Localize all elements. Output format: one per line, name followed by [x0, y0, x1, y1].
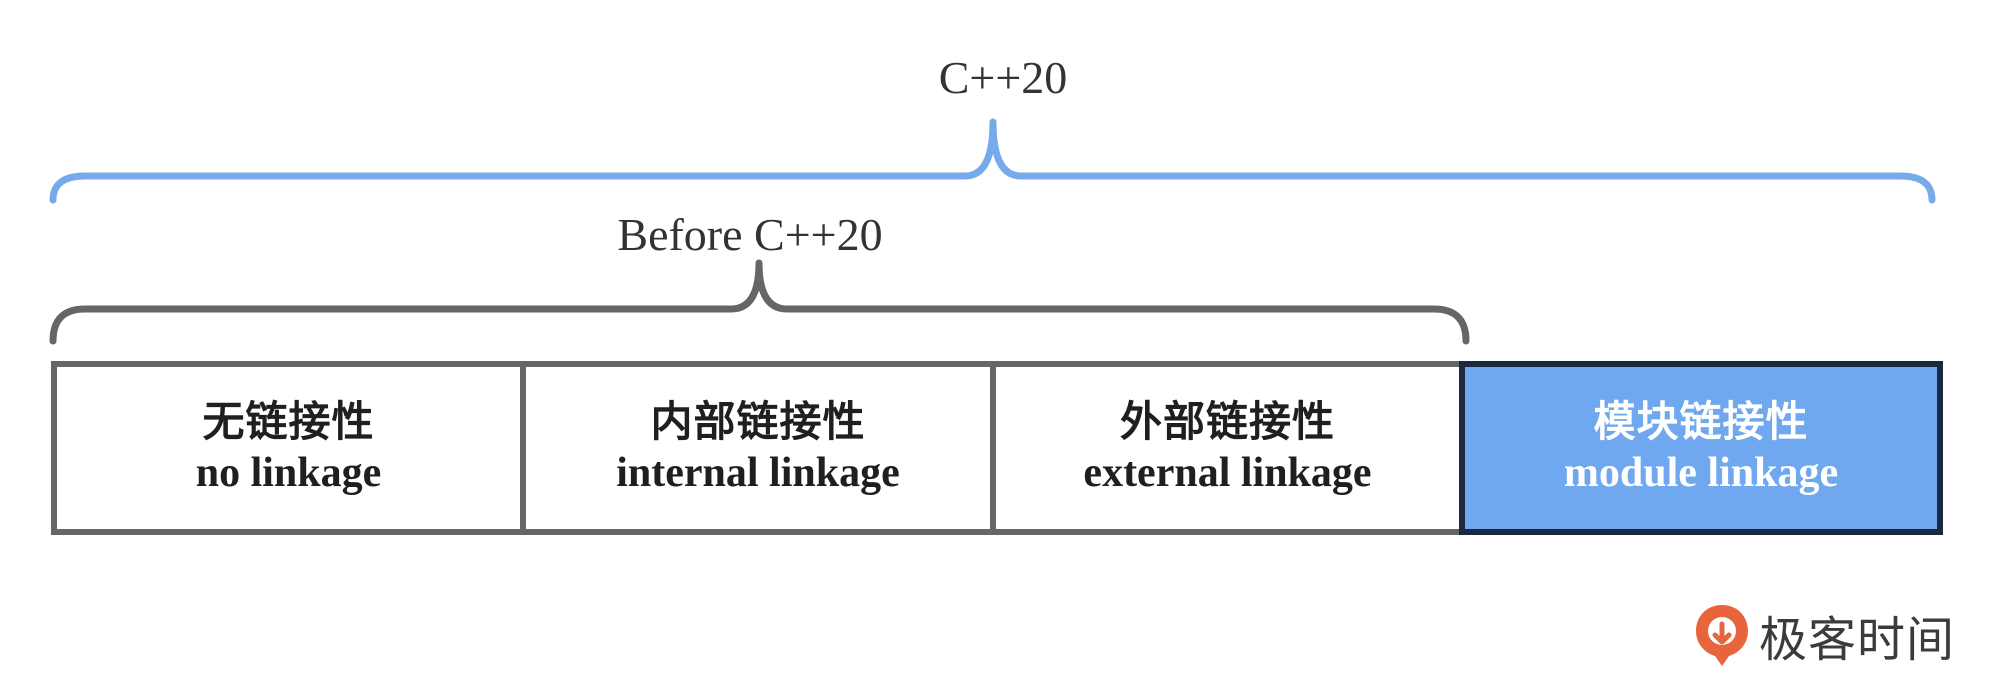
box-internal-linkage: 内部链接性 internal linkage	[520, 361, 996, 535]
cpp20-label: C++20	[938, 52, 1068, 103]
box-external-linkage-en: external linkage	[1083, 449, 1372, 496]
box-module-linkage-en: module linkage	[1563, 449, 1839, 496]
cpp20-bracket	[49, 118, 1936, 204]
box-external-linkage-zh: 外部链接性	[1119, 396, 1335, 446]
box-no-linkage-en: no linkage	[195, 449, 382, 496]
box-internal-linkage-en: internal linkage	[616, 449, 900, 496]
geekbang-logo-icon	[1696, 605, 1748, 666]
box-internal-linkage-zh: 内部链接性	[650, 396, 866, 446]
box-no-linkage-zh: 无链接性	[202, 396, 375, 446]
before-cpp20-bracket	[49, 259, 1470, 345]
box-module-linkage-zh: 模块链接性	[1593, 396, 1809, 446]
box-module-linkage: 模块链接性 module linkage	[1459, 361, 1943, 535]
box-external-linkage: 外部链接性 external linkage	[990, 361, 1465, 535]
geekbang-logo-text: 极客时间	[1759, 612, 1956, 668]
geekbang-logo: 极客时间	[1693, 600, 1955, 670]
box-no-linkage: 无链接性 no linkage	[51, 361, 526, 535]
before-cpp20-label: Before C++20	[617, 209, 883, 260]
linkage-boxes: 无链接性 no linkage 内部链接性 internal linkage 外…	[51, 361, 1943, 535]
